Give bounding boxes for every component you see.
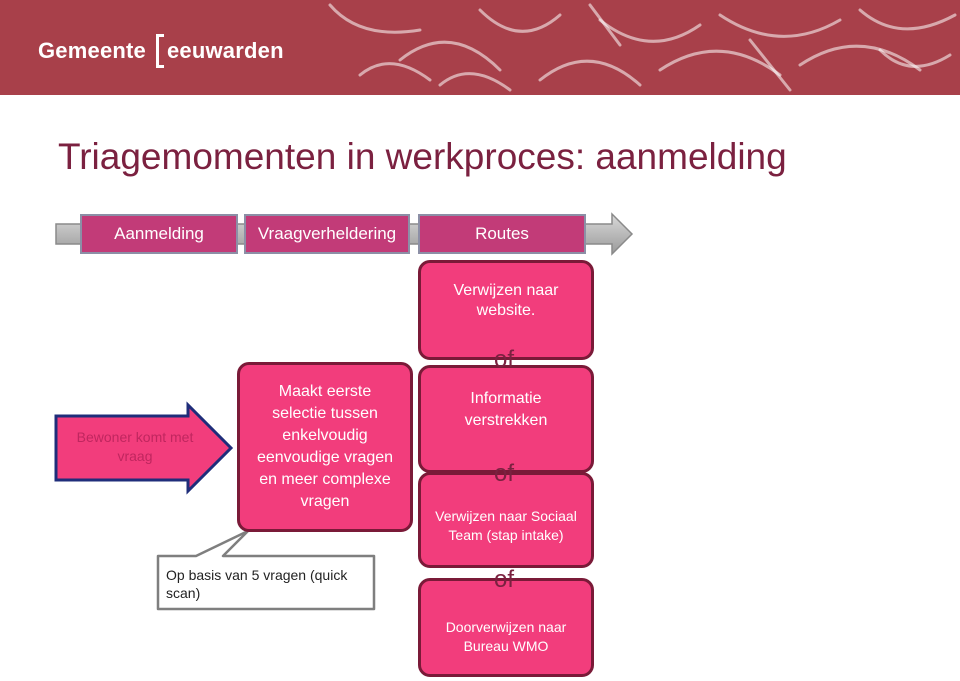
logo: Gemeente eeuwarden [38,34,284,68]
or-label-3: of [493,566,514,593]
stage-vraagverheldering: Vraagverheldering [244,214,410,254]
stage-aanmelding: Aanmelding [80,214,238,254]
callout-bubble [156,529,376,611]
start-arrow-shape [54,401,234,495]
logo-word-2: eeuwarden [166,38,284,63]
stage-routes: Routes [418,214,586,254]
header-banner: Gemeente eeuwarden [0,0,960,95]
route-box-sociaal-team: Verwijzen naar Sociaal Team (stap intake… [418,472,594,568]
route-box-website: Verwijzen naar website. [418,260,594,360]
logo-word-1: Gemeente [38,38,146,63]
header-texture [328,3,957,92]
logo-bracket-mark [155,34,164,68]
slide-title: Triagemomenten in werkproces: aanmelding [58,136,787,177]
selection-box: Maakt eerste selectie tussen enkelvoudig… [237,362,413,532]
callout-text: Op basis van 5 vragen (quick scan) [166,567,348,601]
route-box-bureau-wmo: Doorverwijzen naar Bureau WMO [418,578,594,677]
start-arrow-label: Bewoner komt met vraag [76,429,194,464]
route-box-informatie: Informatie verstrekken [418,365,594,473]
or-label-2: of [493,460,514,487]
or-label-1: of [493,346,514,373]
